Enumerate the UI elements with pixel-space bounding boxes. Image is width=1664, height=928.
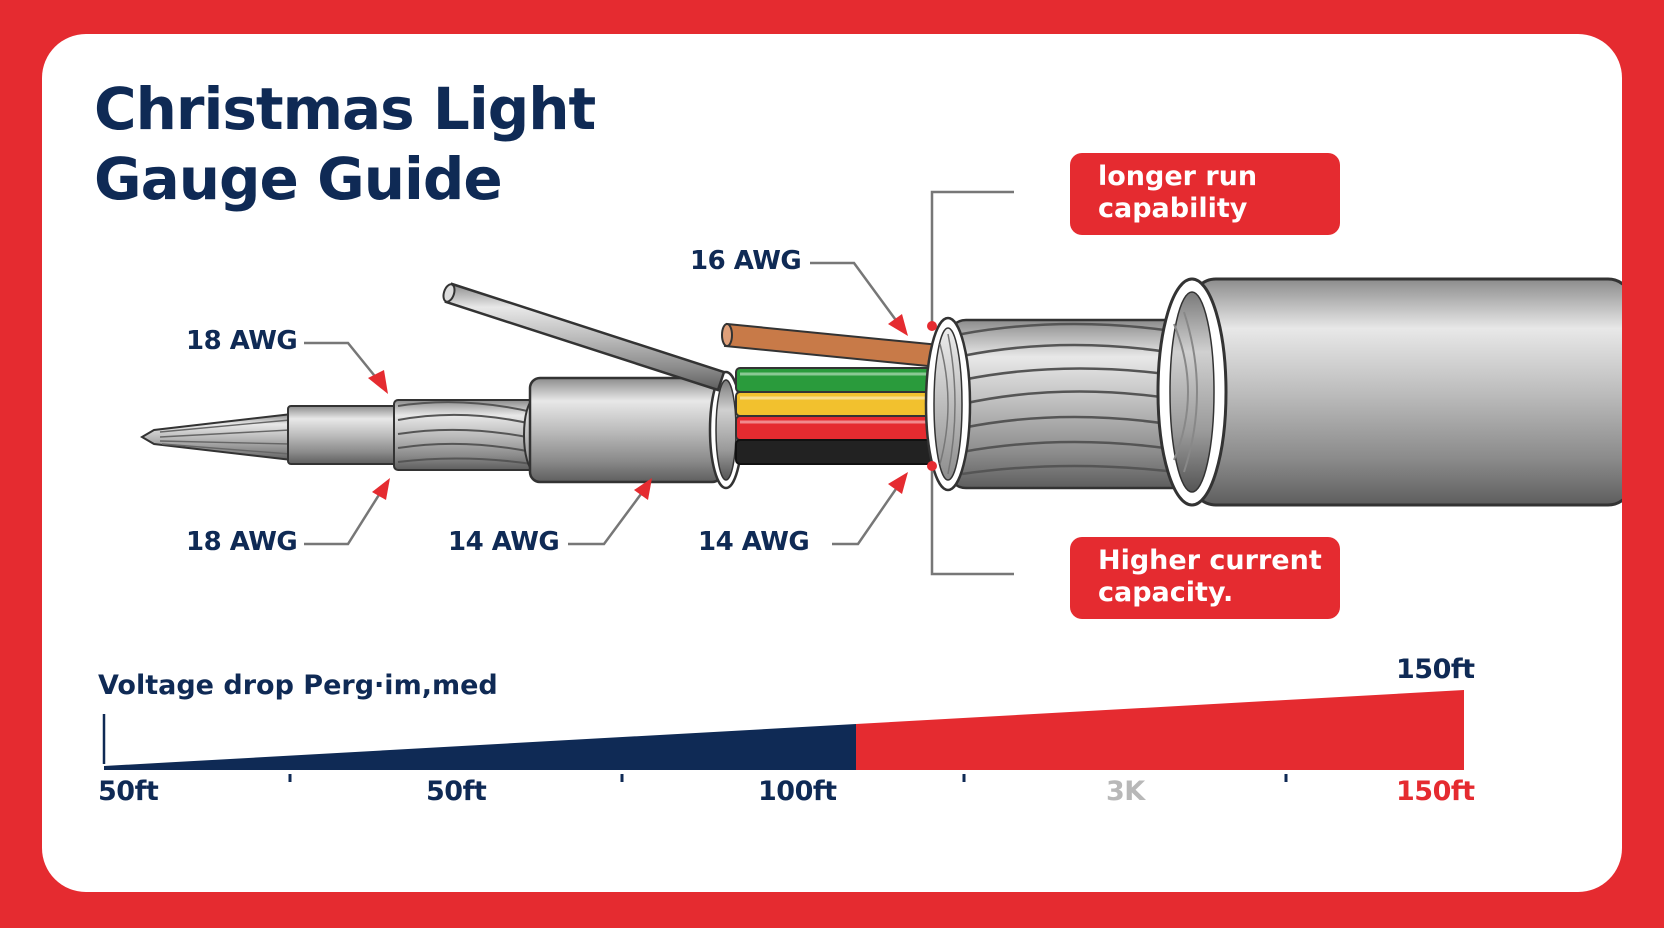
scale-end-label-top: 150ft [1396,654,1475,685]
label-top-18awg: 18 AWG [186,326,298,356]
callout-higher-current: Higher current capacity. [1070,537,1340,619]
callout-longer-run: longer run capability [1070,153,1340,235]
wire-18awg-segment [287,405,399,465]
stranded-bundle [924,316,1200,492]
scale-tick-label-4: 3K [1106,776,1145,807]
scale-tick-label-5: 150ft [1396,776,1475,807]
leader-lines [304,190,1014,576]
label-bottom-14awg-b: 14 AWG [698,527,810,557]
callout-longer-run-line2: capability [1098,193,1248,224]
cable-diagram [102,190,1622,782]
callout-longer-run-line1: longer run [1098,161,1258,192]
page-title: Christmas Light Gauge Guide [94,74,596,214]
title-line-2: Gauge Guide [94,145,503,213]
title-line-1: Christmas Light [94,75,596,143]
ground-wire [442,282,726,392]
scale-title: Voltage drop Perg·im,med [98,670,498,701]
wire-tip [140,412,293,462]
outer-jacket [1156,277,1622,507]
callout-higher-current-line2: capacity. [1098,577,1234,608]
colored-conductors [721,322,952,465]
label-top-16awg: 16 AWG [690,246,802,276]
wire-stranded-segment [393,399,545,471]
wire-14awg-jacket [528,370,744,490]
diagram-card: Christmas Light Gauge Guide [42,34,1622,892]
label-bottom-14awg-a: 14 AWG [448,527,560,557]
scale-tick-label-1: 50ft [98,776,159,807]
label-bottom-18awg: 18 AWG [186,527,298,557]
callout-higher-current-line1: Higher current [1098,545,1322,576]
arrow-heads [368,314,937,500]
voltage-drop-scale [102,690,1464,782]
scale-tick-label-2: 50ft [426,776,487,807]
scale-tick-label-3: 100ft [758,776,837,807]
